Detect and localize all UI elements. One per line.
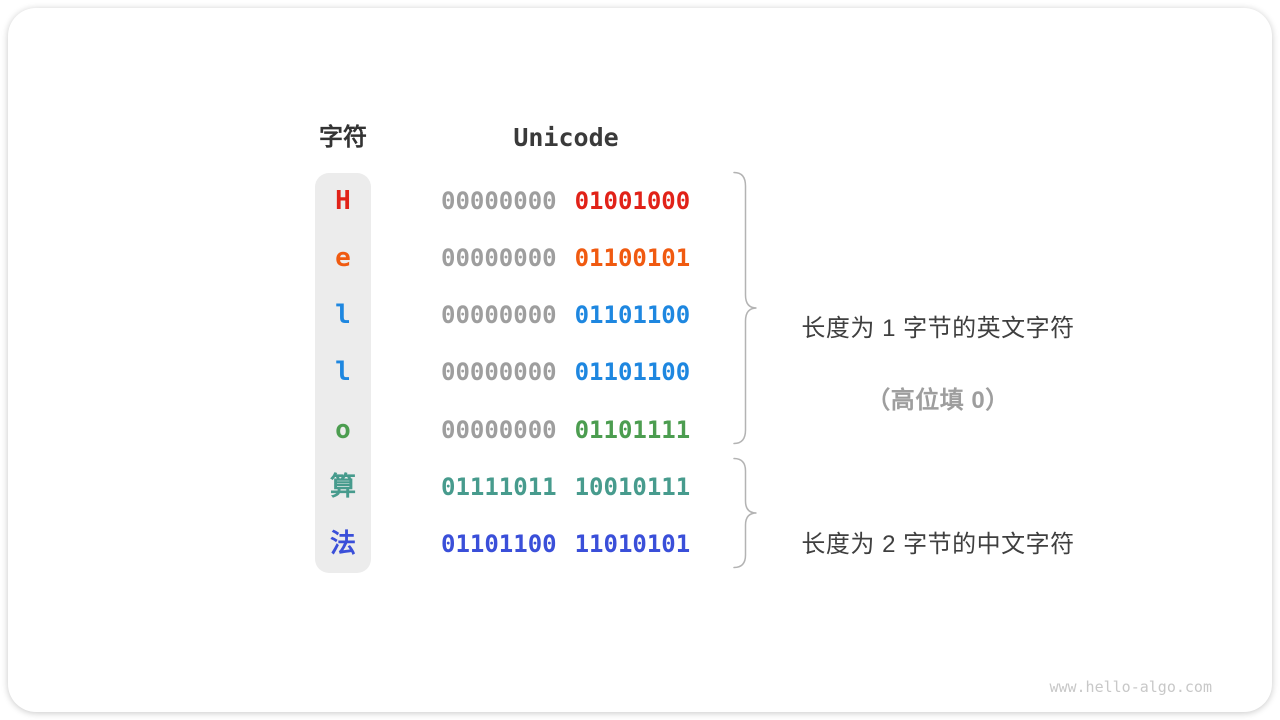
table-row: l 00000000 01101100	[8, 287, 1272, 344]
char-cell: 法	[329, 529, 356, 559]
table-row: l 00000000 01101100	[8, 344, 1272, 401]
binary-value: 01101100 11010101	[441, 516, 690, 573]
annotation-english-group: 长度为 1 字节的英文字符 （高位填 0）	[768, 278, 1108, 452]
annotation-chinese-line: 长度为 2 字节的中文字符	[801, 531, 1075, 558]
binary-low-byte: 01100101	[574, 244, 691, 272]
binary-high-byte: 00000000	[441, 244, 557, 272]
column-header-char: 字符	[319, 124, 367, 151]
char-cell: o	[335, 415, 351, 445]
binary-value: 00000000 01001000	[441, 173, 690, 230]
binary-high-byte: 01111011	[441, 473, 557, 501]
binary-value: 00000000 01101111	[441, 402, 690, 459]
binary-high-byte: 00000000	[441, 358, 557, 386]
table-row: H 00000000 01001000	[8, 173, 1272, 230]
binary-low-byte: 11010101	[574, 530, 691, 558]
table-row: 法 01101100 11010101	[8, 516, 1272, 573]
char-column-background	[315, 173, 371, 573]
curly-brace-1byte-group	[733, 171, 757, 445]
binary-high-byte: 00000000	[441, 416, 557, 444]
annotation-english-line1: 长度为 1 字节的英文字符	[801, 315, 1075, 342]
binary-value: 00000000 01100101	[441, 230, 690, 287]
annotation-chinese-group: 长度为 2 字节的中文字符	[768, 494, 1108, 596]
binary-value: 00000000 01101100	[441, 344, 690, 401]
column-header-unicode: Unicode	[513, 123, 619, 152]
annotation-english-line2: （高位填 0）	[866, 387, 1010, 414]
char-cell: l	[335, 300, 351, 330]
char-cell: H	[335, 186, 351, 216]
binary-low-byte: 10010111	[574, 473, 691, 501]
char-cell: l	[335, 357, 351, 387]
binary-high-byte: 00000000	[441, 301, 557, 329]
binary-value: 00000000 01101100	[441, 287, 690, 344]
binary-value: 01111011 10010111	[441, 459, 690, 516]
table-row: e 00000000 01100101	[8, 230, 1272, 287]
watermark: www.hello-algo.com	[1049, 678, 1212, 696]
char-cell: e	[335, 243, 351, 273]
curly-brace-2byte-group	[733, 457, 757, 569]
binary-low-byte: 01001000	[574, 187, 691, 215]
binary-low-byte: 01101100	[574, 301, 691, 329]
binary-high-byte: 00000000	[441, 187, 557, 215]
figure-card: 字符 Unicode H 00000000 01001000 e 00000000…	[8, 8, 1272, 712]
binary-low-byte: 01101100	[574, 358, 691, 386]
table-row: 算 01111011 10010111	[8, 459, 1272, 516]
table-row: o 00000000 01101111	[8, 402, 1272, 459]
binary-low-byte: 01101111	[574, 416, 691, 444]
char-cell: 算	[329, 472, 356, 502]
binary-high-byte: 01101100	[441, 530, 557, 558]
